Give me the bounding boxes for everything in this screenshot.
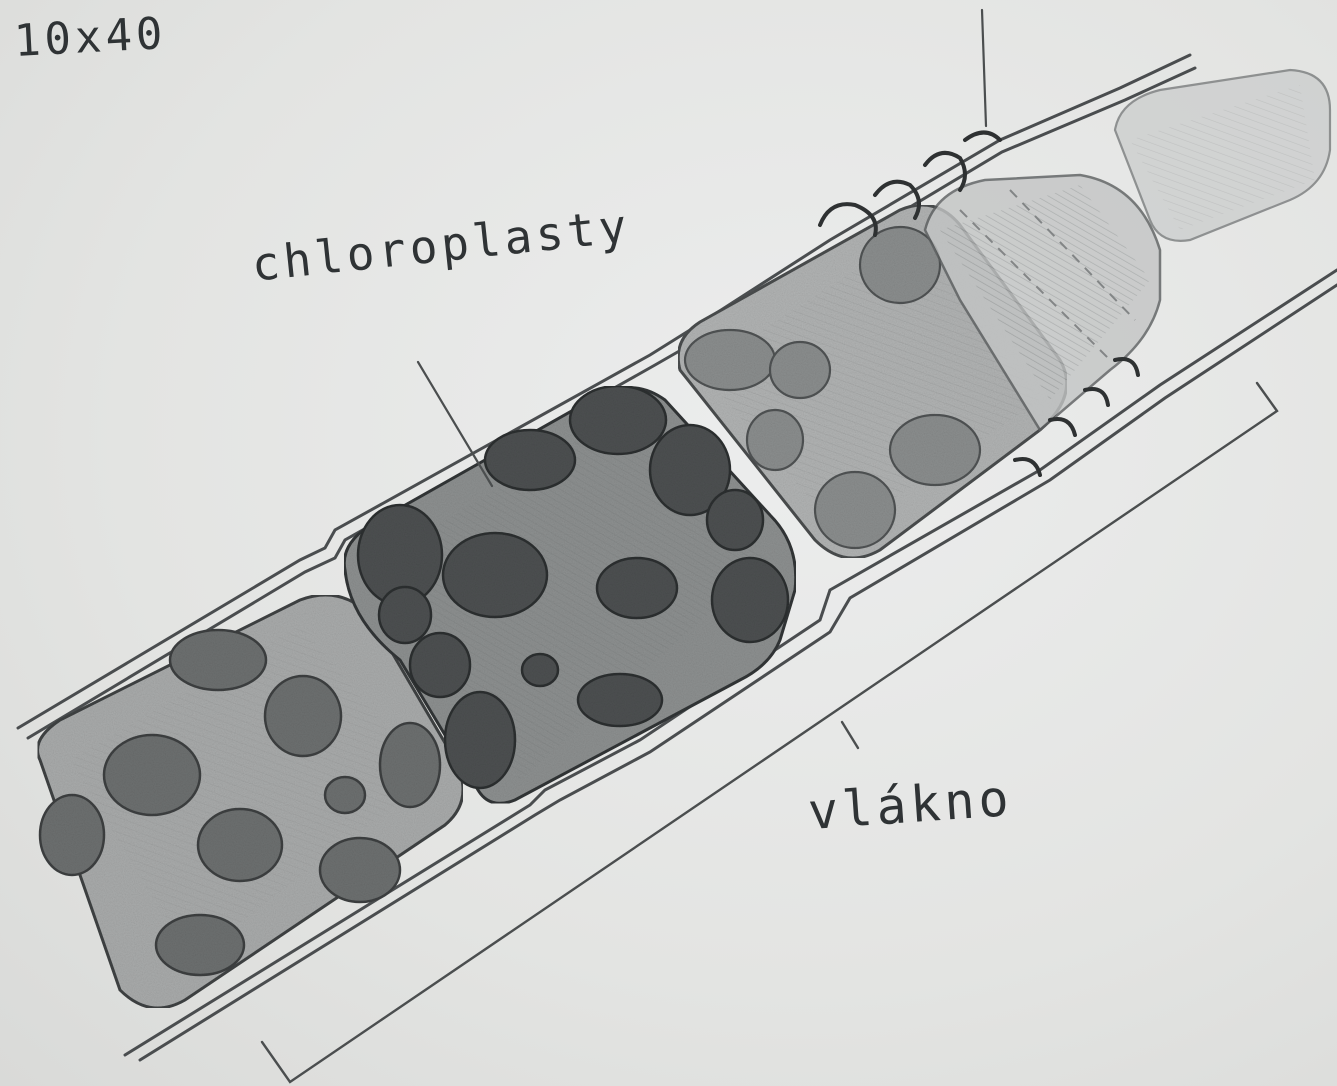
- cell-5: [1115, 70, 1330, 241]
- top-pointer: [982, 10, 986, 126]
- magnification-label: 10x40: [13, 8, 168, 67]
- chloroplasty-pointer: [418, 362, 492, 486]
